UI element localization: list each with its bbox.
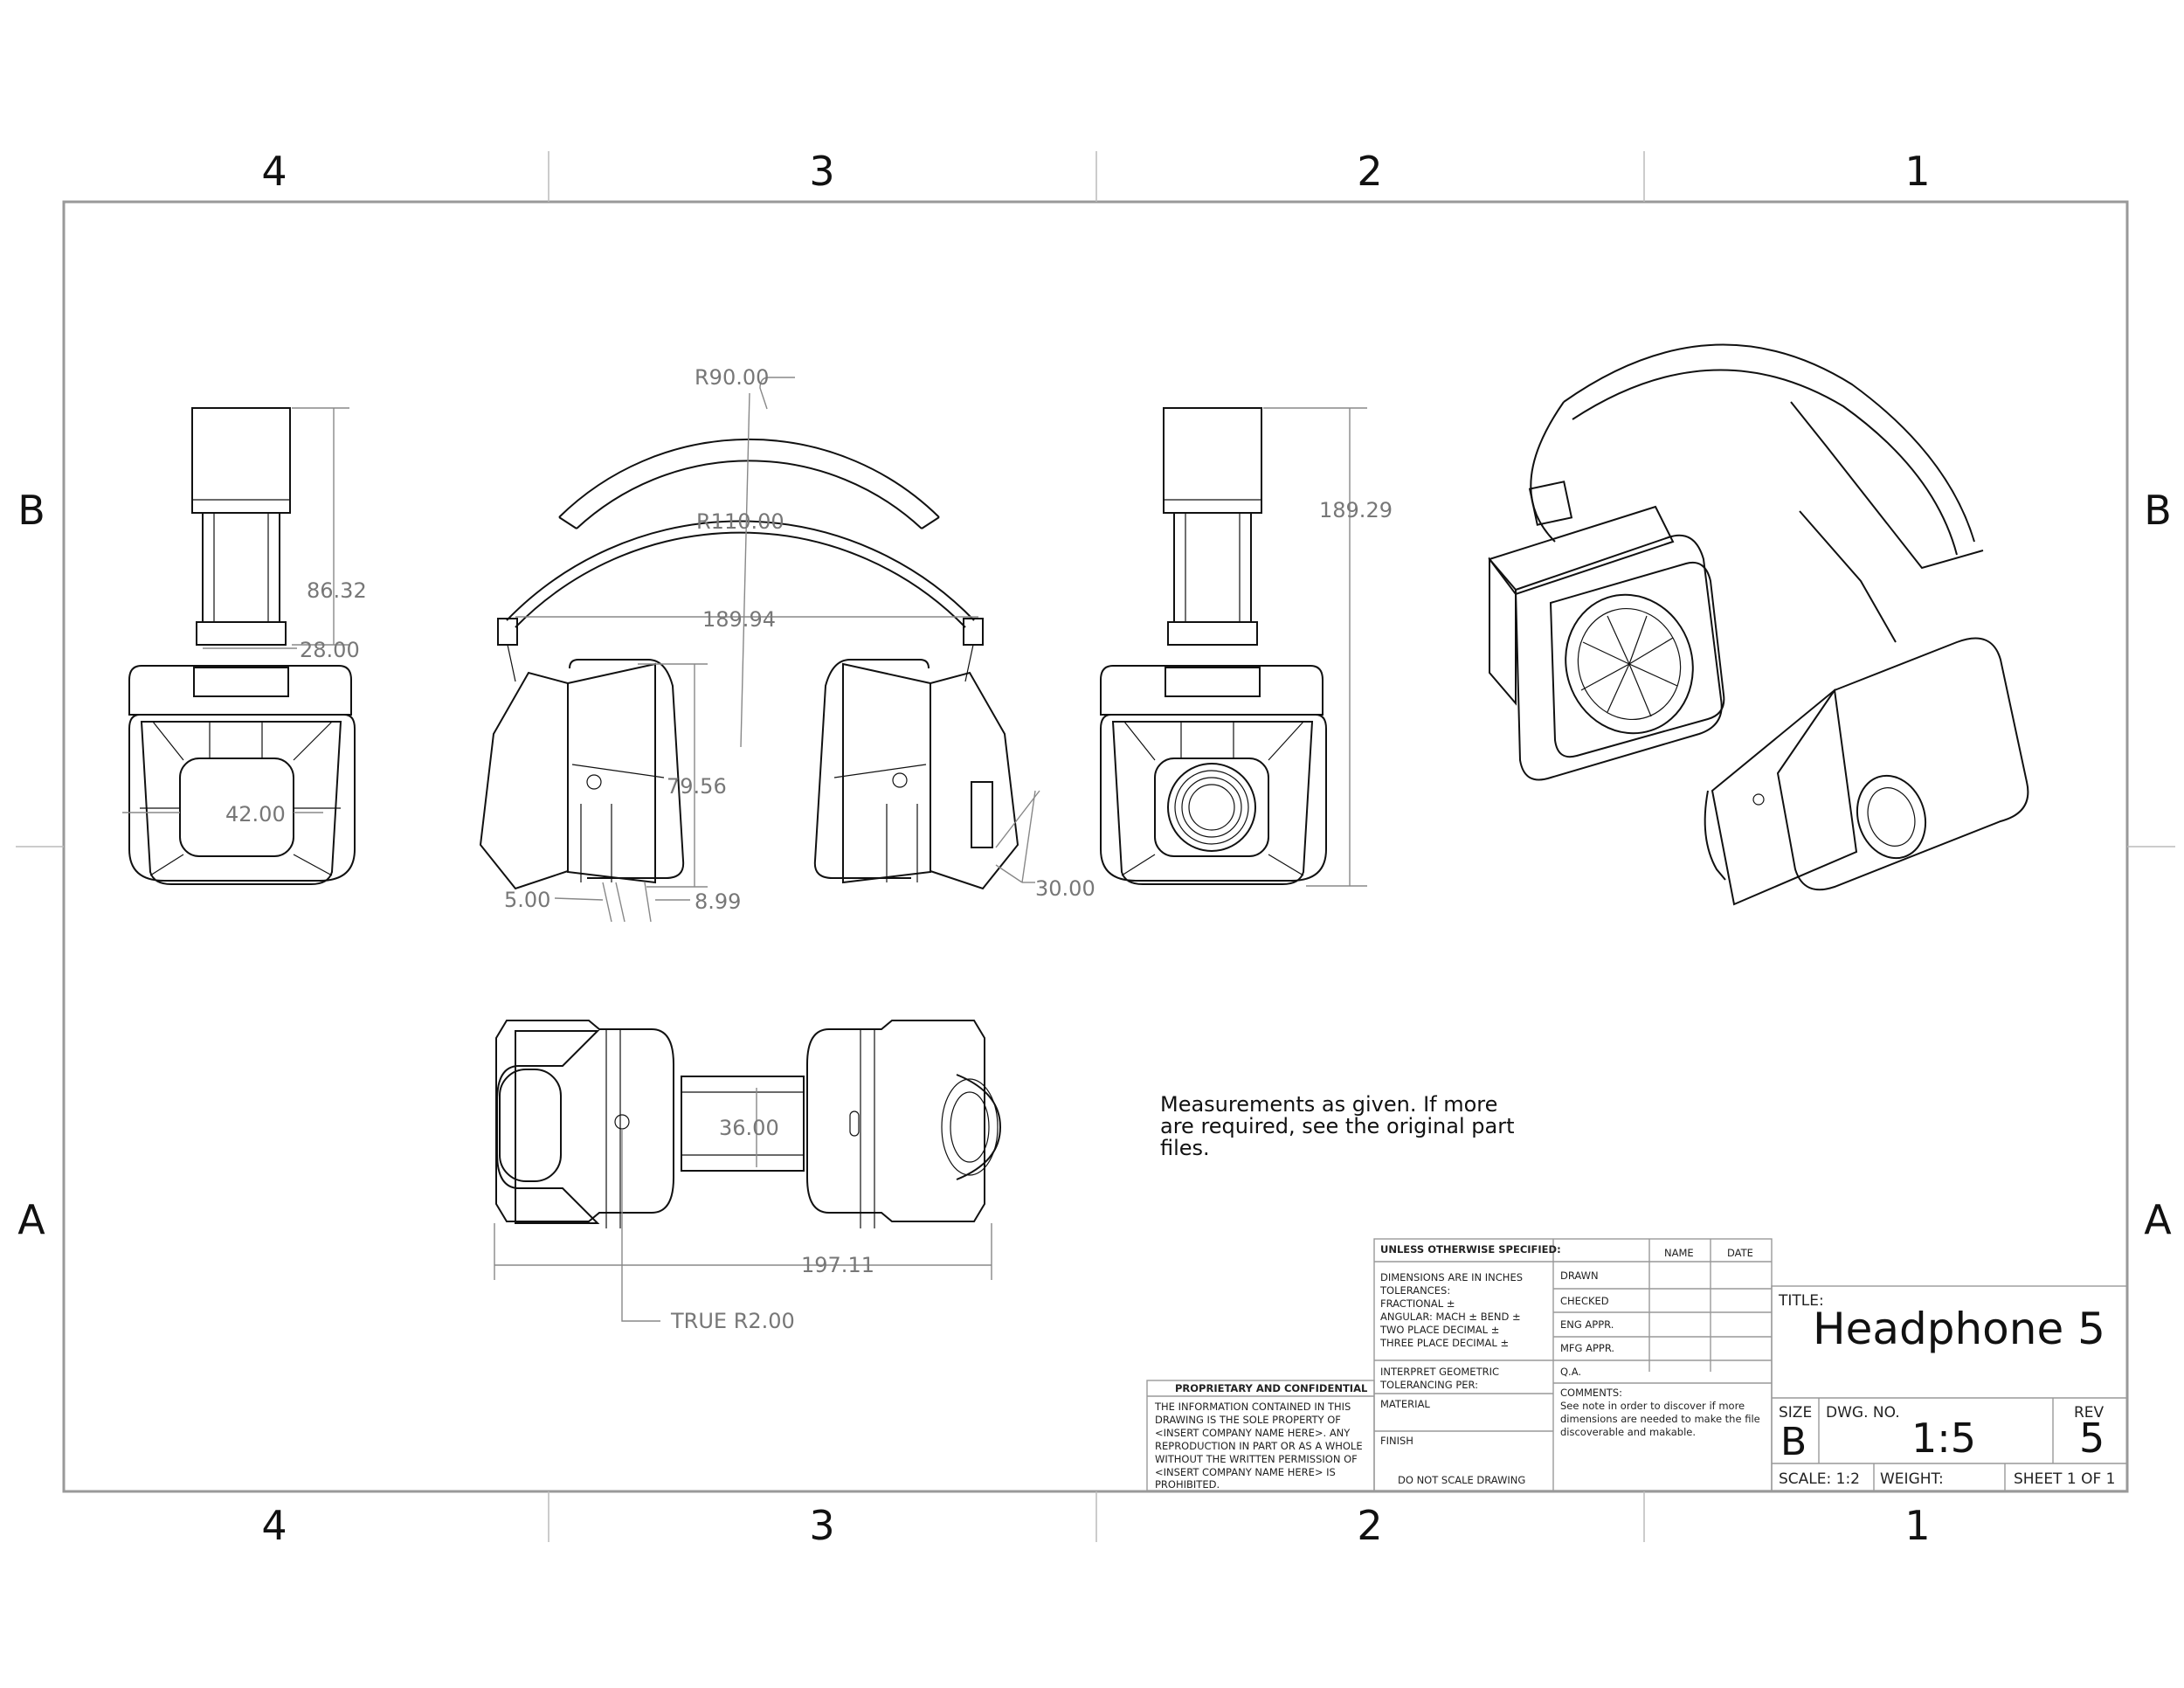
prop-line-1: THE INFORMATION CONTAINED IN THIS [1154, 1401, 1351, 1413]
dims-line-5: TWO PLACE DECIMAL ± [1379, 1324, 1499, 1336]
isometric-view [1488, 343, 2029, 906]
zone-ticks [16, 151, 2175, 1542]
zone-row-a-right: A [2144, 1196, 2172, 1243]
do-not-scale: DO NOT SCALE DRAWING [1398, 1474, 1525, 1486]
zone-labels: 4 3 2 1 4 3 2 1 B B A A [17, 148, 2172, 1549]
role-checked: CHECKED [1560, 1295, 1609, 1307]
prop-line-2: DRAWING IS THE SOLE PROPERTY OF [1155, 1414, 1341, 1426]
comments-label: COMMENTS: [1560, 1387, 1622, 1399]
dimension-labels: 86.32 28.00 42.00 R90.00 R110.00 189.94 … [225, 365, 1393, 1333]
dim-36-00: 36.00 [719, 1116, 779, 1140]
rev-value: 5 [2079, 1415, 2105, 1462]
zone-col-3-bottom: 3 [809, 1502, 834, 1549]
dim-197-11: 197.11 [801, 1253, 874, 1277]
zone-col-3-top: 3 [809, 148, 834, 195]
dim-r90: R90.00 [695, 365, 769, 390]
unless-specified: UNLESS OTHERWISE SPECIFIED: [1380, 1243, 1561, 1256]
drawing-title: Headphone 5 [1813, 1304, 2105, 1354]
size-value: B [1780, 1420, 1807, 1464]
role-mfg: MFG APPR. [1560, 1342, 1614, 1354]
title-block: UNLESS OTHERWISE SPECIFIED: NAME DATE DI… [1146, 1238, 2128, 1491]
dim-86-32: 86.32 [307, 578, 367, 603]
dim-5-00: 5.00 [504, 888, 550, 912]
comment-line-1: See note in order to discover if more [1560, 1400, 1745, 1412]
dwg-no-value: 1:5 [1911, 1415, 1976, 1462]
dim-true-r2: TRUE R2.00 [670, 1309, 795, 1333]
dims-line-3: FRACTIONAL ± [1380, 1297, 1455, 1310]
zone-col-1-bottom: 1 [1904, 1502, 1930, 1549]
size-label: SIZE [1779, 1404, 1812, 1422]
prop-line-3: <INSERT COMPANY NAME HERE>. ANY [1155, 1427, 1351, 1439]
title-label: TITLE: [1778, 1292, 1824, 1310]
zone-row-a-left: A [17, 1196, 45, 1243]
side-view-left [122, 407, 356, 885]
zone-col-2-bottom: 2 [1357, 1502, 1382, 1549]
dims-line-6: THREE PLACE DECIMAL ± [1379, 1337, 1509, 1349]
zone-col-2-top: 2 [1357, 148, 1382, 195]
dim-42-00: 42.00 [225, 802, 286, 827]
dwg-no-label: DWG. NO. [1826, 1404, 1900, 1422]
role-drawn: DRAWN [1560, 1269, 1599, 1282]
finish-label: FINISH [1380, 1435, 1413, 1447]
scale-value: SCALE: 1:2 [1779, 1470, 1860, 1488]
date-header: DATE [1727, 1247, 1753, 1259]
zone-row-b-left: B [17, 487, 45, 534]
interpret-line-2: TOLERANCING PER: [1379, 1379, 1478, 1391]
prop-line-7: PROHIBITED. [1155, 1478, 1220, 1491]
dim-189-29: 189.29 [1319, 498, 1393, 522]
proprietary-heading: PROPRIETARY AND CONFIDENTIAL [1175, 1382, 1368, 1394]
sheet-value: SHEET 1 OF 1 [2014, 1470, 2115, 1488]
dim-189-94: 189.94 [702, 607, 776, 632]
dims-line-1: DIMENSIONS ARE IN INCHES [1380, 1271, 1523, 1283]
dim-28-00: 28.00 [300, 638, 360, 662]
zone-col-4-top: 4 [261, 148, 287, 195]
prop-line-5: WITHOUT THE WRITTEN PERMISSION OF [1155, 1453, 1358, 1465]
comment-line-2: dimensions are needed to make the file [1560, 1413, 1760, 1425]
dim-r110: R110.00 [696, 509, 784, 534]
interpret-line-1: INTERPRET GEOMETRIC [1380, 1366, 1499, 1378]
zone-col-1-top: 1 [1904, 148, 1930, 195]
role-qa: Q.A. [1560, 1366, 1581, 1378]
zone-row-b-right: B [2144, 487, 2172, 534]
prop-line-6: <INSERT COMPANY NAME HERE> IS [1155, 1466, 1336, 1478]
name-header: NAME [1664, 1247, 1694, 1259]
zone-col-4-bottom: 4 [261, 1502, 287, 1549]
dims-line-2: TOLERANCES: [1379, 1284, 1450, 1297]
material-label: MATERIAL [1380, 1398, 1430, 1410]
comment-line-3: discoverable and makable. [1560, 1426, 1696, 1438]
side-view-right [1100, 407, 1367, 887]
front-view [479, 377, 1040, 923]
prop-line-4: REPRODUCTION IN PART OR AS A WHOLE [1155, 1440, 1363, 1452]
rev-label: REV [2074, 1404, 2105, 1422]
dim-79-56: 79.56 [667, 774, 727, 799]
weight-label: WEIGHT: [1880, 1470, 1944, 1488]
dims-line-4: ANGULAR: MACH ± BEND ± [1380, 1311, 1521, 1323]
role-eng: ENG APPR. [1560, 1318, 1614, 1331]
dim-8-99: 8.99 [695, 889, 741, 914]
dim-30-00: 30.00 [1035, 876, 1095, 901]
top-view [494, 1020, 1002, 1322]
measurement-note: Measurements as given. If more are requi… [1160, 1092, 1515, 1160]
